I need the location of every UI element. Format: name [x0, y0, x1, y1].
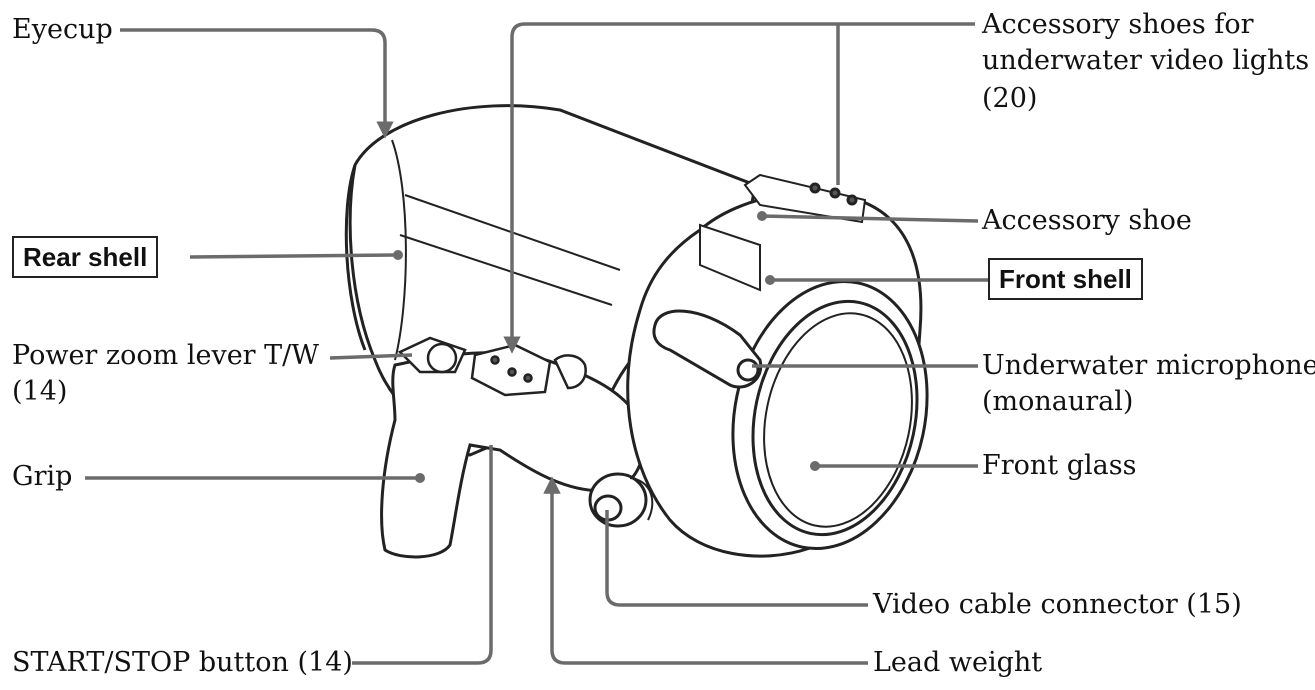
label-power-zoom-line2: (14) — [12, 376, 68, 407]
leader-video-cable — [605, 510, 868, 607]
label-eyecup: Eyecup — [12, 14, 113, 45]
video-connector-drawing — [588, 472, 654, 528]
label-video-cable: Video cable connector (15) — [873, 589, 1242, 620]
label-microphone-line2: (monaural) — [982, 386, 1134, 417]
leader-start-stop — [352, 445, 493, 665]
label-power-zoom-line1: Power zoom lever T/W — [12, 340, 320, 371]
label-grip: Grip — [12, 461, 73, 492]
label-front-shell: Front shell — [988, 258, 1143, 300]
leader-lines — [85, 22, 988, 665]
leader-accessory-shoe — [761, 214, 979, 223]
front-glass-drawing — [731, 279, 929, 551]
label-front-glass: Front glass — [982, 450, 1137, 481]
leader-rear-shell — [189, 253, 399, 259]
label-start-stop: START/STOP button (14) — [12, 647, 353, 678]
leader-power-zoom — [329, 353, 413, 360]
label-accessory-shoes-lights-line2: underwater video lights — [982, 45, 1310, 76]
label-accessory-shoe: Accessory shoe — [982, 205, 1192, 236]
grip-controls-drawing — [397, 336, 587, 397]
leader-eyecup — [120, 28, 394, 139]
label-accessory-shoes-lights-line1: Accessory shoes for — [982, 9, 1254, 40]
leader-accessory-shoes-lights — [503, 22, 975, 354]
label-rear-shell: Rear shell — [12, 236, 159, 278]
label-microphone-line1: Underwater microphone — [982, 350, 1315, 381]
label-lead-weight: Lead weight — [873, 647, 1043, 678]
label-accessory-shoes-lights-line3: (20) — [982, 83, 1038, 114]
leader-lead-weight — [543, 476, 868, 665]
